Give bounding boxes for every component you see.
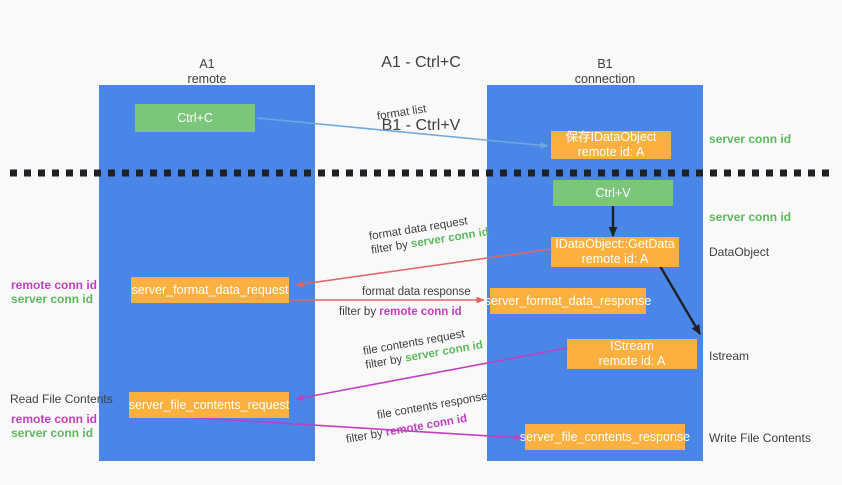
annotation-remote-conn-id-1: remote conn id bbox=[11, 278, 98, 292]
lane-header-a1: A1 remote bbox=[137, 57, 277, 87]
annotation-server-conn-id-mid: server conn id bbox=[709, 210, 792, 224]
annotation-dataobject: DataObject bbox=[709, 245, 770, 259]
node-server-format-data-response[interactable]: server_format_data_response bbox=[485, 288, 651, 314]
node-ctrl-v[interactable]: Ctrl+V bbox=[553, 180, 673, 206]
node-server-format-data-response-label: server_format_data_response bbox=[484, 293, 652, 308]
node-istream-line2: remote id: A bbox=[598, 354, 666, 368]
annotation-write-file-contents: Write File Contents bbox=[709, 431, 811, 445]
annotation-server-conn-id-2: server conn id bbox=[11, 426, 94, 440]
node-getdata-line1: IDataObject::GetData bbox=[555, 237, 675, 251]
node-save-idataobject-line2: remote id: A bbox=[577, 145, 645, 159]
annotation-read-file-contents: Read File Contents bbox=[10, 392, 113, 406]
edge-label-format-data-response-line1: format data response bbox=[362, 286, 471, 298]
lane-header-a1-name: A1 bbox=[199, 57, 215, 71]
lane-header-a1-sub: remote bbox=[187, 72, 227, 86]
edge-label-file-contents-request: file contents request filter by server c… bbox=[362, 324, 484, 372]
lane-header-b1-sub: connection bbox=[574, 72, 636, 86]
lane-header-b1-name: B1 bbox=[597, 57, 613, 71]
node-save-idataobject-line1: 保存IDataObject bbox=[565, 130, 657, 144]
lane-header-b1: B1 connection bbox=[535, 57, 675, 87]
annotation-istream: Istream bbox=[709, 349, 750, 363]
node-server-file-contents-response[interactable]: server_file_contents_response bbox=[520, 424, 690, 450]
annotation-server-conn-id-top: server conn id bbox=[709, 132, 792, 146]
node-save-idataobject[interactable]: 保存IDataObject remote id: A bbox=[551, 130, 671, 159]
node-server-file-contents-request-label: server_file_contents_request bbox=[128, 397, 290, 412]
node-istream-line1: IStream bbox=[610, 339, 654, 353]
annotation-remote-conn-id-2: remote conn id bbox=[11, 412, 98, 426]
node-server-file-contents-response-label: server_file_contents_response bbox=[519, 429, 691, 444]
filter-value-remote-conn-id: remote conn id bbox=[379, 306, 462, 318]
edge-label-format-data-response-filter: filter by remote conn id bbox=[339, 306, 462, 318]
node-ctrl-v-label: Ctrl+V bbox=[595, 185, 631, 200]
node-istream[interactable]: IStream remote id: A bbox=[567, 339, 697, 369]
edge-label-format-data-response: format data response bbox=[362, 285, 471, 299]
edge-label-format-data-request: format data request filter by server con… bbox=[368, 211, 490, 257]
title-line-1: A1 - Ctrl+C bbox=[381, 54, 461, 71]
node-idataobject-getdata[interactable]: IDataObject::GetData remote id: A bbox=[551, 237, 679, 267]
node-getdata-line2: remote id: A bbox=[581, 252, 649, 266]
node-server-format-data-request-label: server_format_data_request bbox=[131, 282, 289, 297]
node-server-format-data-request[interactable]: server_format_data_request bbox=[131, 277, 289, 303]
node-server-file-contents-request[interactable]: server_file_contents_request bbox=[129, 392, 289, 418]
node-ctrl-c[interactable]: Ctrl+C bbox=[135, 104, 255, 132]
node-ctrl-c-label: Ctrl+C bbox=[177, 110, 213, 125]
annotation-server-conn-id-1: server conn id bbox=[11, 292, 94, 306]
